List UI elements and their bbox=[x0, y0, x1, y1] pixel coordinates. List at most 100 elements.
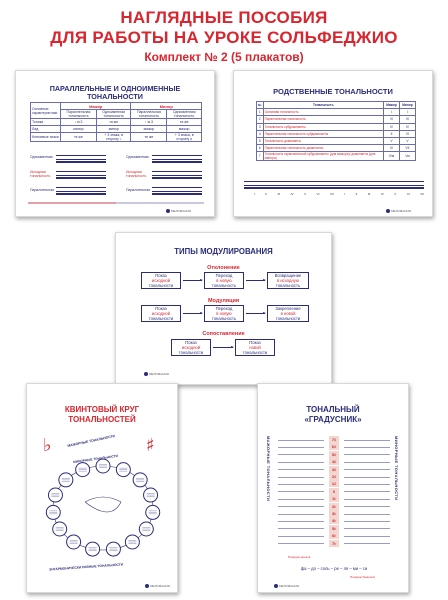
music-staff bbox=[56, 187, 106, 195]
key-count-badge: 3♯ bbox=[329, 465, 339, 473]
key-count-badge: 2♭ bbox=[329, 502, 339, 510]
section-juxtaposition: Сопоставление bbox=[202, 331, 245, 337]
minor-key-row bbox=[344, 460, 390, 463]
brand-logo: МЕЛОМАНИЯ bbox=[144, 372, 169, 376]
poster-title: РОДСТВЕННЫЕ ТОНАЛЬНОСТИ bbox=[273, 87, 393, 96]
poster-title-line-2: ТОНАЛЬНОСТИ bbox=[87, 92, 143, 101]
degree-numeral: I bbox=[344, 192, 346, 196]
degree-numeral: VII bbox=[330, 192, 334, 196]
minor-key-row bbox=[344, 526, 390, 530]
poster-key-thermometer[interactable]: ТОНАЛЬНЫЙ «ГРАДУСНИК» МАЖОРНЫЕ ТОНАЛЬНОС… bbox=[257, 383, 409, 593]
minor-key-row bbox=[344, 467, 390, 471]
poster-title-line-2: ТОНАЛЬНОСТЕЙ bbox=[68, 415, 136, 424]
music-staff bbox=[152, 155, 202, 163]
minor-key-row bbox=[344, 452, 390, 456]
music-staff bbox=[244, 181, 424, 189]
degree-numeral: IV bbox=[380, 192, 384, 196]
key-count-badge: 4♭ bbox=[329, 517, 339, 525]
minor-header: Минор bbox=[130, 102, 202, 110]
sharp-sign: ♯ bbox=[146, 435, 155, 456]
label-same-name: Одноименная bbox=[30, 155, 53, 159]
major-key-row bbox=[278, 445, 324, 448]
minor-key-row bbox=[344, 512, 390, 515]
key-count-badge: 0 bbox=[329, 487, 339, 495]
sharps-order-label: Порядок диезов bbox=[288, 555, 311, 559]
degree-numeral: III bbox=[277, 192, 281, 196]
table-row: Ключевые знаки те же + 3 знака, в сторон… bbox=[30, 132, 202, 142]
degree-numeral: V bbox=[394, 192, 397, 196]
major-key-row bbox=[278, 504, 324, 508]
key-count-badge: 1♯ bbox=[329, 480, 339, 488]
arrow bbox=[213, 345, 234, 348]
major-key-row bbox=[278, 438, 324, 441]
key-count-badge: 7♯ bbox=[329, 436, 339, 443]
major-key-row bbox=[278, 489, 324, 493]
key-count-badge: 7♭ bbox=[329, 539, 339, 547]
label-same-name: Одноименная bbox=[126, 155, 149, 159]
brand-logo: МЕЛОМАНИЯ bbox=[145, 584, 170, 588]
minor-key-row bbox=[344, 534, 390, 537]
arrow bbox=[183, 278, 203, 281]
poster-title-line-1: ТОНАЛЬНЫЙ bbox=[306, 405, 360, 414]
characteristics-table: Основные характеристики Мажор Минор Пара… bbox=[30, 102, 202, 142]
brand-logo: МЕЛОМАНИЯ bbox=[386, 209, 411, 213]
major-header: Мажор bbox=[59, 102, 132, 110]
major-key-row bbox=[278, 460, 324, 463]
degree-numeral: III bbox=[367, 192, 371, 196]
label-source-key: Исходная тональность bbox=[126, 170, 147, 178]
minor-key-row bbox=[344, 504, 390, 508]
key-count-badge: 5♭ bbox=[329, 524, 339, 532]
degree-numeral: VI bbox=[406, 192, 410, 196]
degree-numeral: VII bbox=[420, 192, 424, 196]
table-subhead: Одноименная тональность bbox=[166, 109, 202, 119]
flat-sign: ♭ bbox=[43, 435, 52, 456]
table-subhead: Параллельная тональность bbox=[130, 109, 168, 119]
inner-arc bbox=[84, 496, 122, 513]
degree-numeral: VI bbox=[316, 192, 320, 196]
poster-circle-of-fifths[interactable]: КВИНТОВЫЙ КРУГ ТОНАЛЬНОСТЕЙ ♭ ♯ МАЖОРНЫЕ… bbox=[26, 383, 178, 593]
arrow bbox=[183, 311, 203, 314]
arrow bbox=[246, 311, 266, 314]
circle-of-fifths-diagram bbox=[45, 458, 161, 557]
major-key-row bbox=[278, 467, 324, 471]
table-subhead: Параллельная тональность bbox=[60, 109, 97, 119]
poster-parallel-keys[interactable]: ПАРАЛЛЕЛЬНЫЕ И ОДНОИМЕННЫЕ ТОНАЛЬНОСТИ О… bbox=[15, 70, 215, 217]
minor-key-row bbox=[344, 489, 390, 493]
poster-title-line-1: КВИНТОВЫЙ КРУГ bbox=[64, 405, 140, 414]
degree-numeral: I bbox=[254, 192, 255, 196]
flats-order-label: Порядок бемолей bbox=[350, 575, 375, 579]
minor-key-row bbox=[344, 541, 390, 545]
note-sequence: фа – до – соль – ре – ля – ми – си bbox=[300, 566, 368, 571]
minor-key-row bbox=[344, 482, 390, 485]
table-corner: Основные характеристики bbox=[30, 102, 61, 119]
arrow bbox=[246, 278, 266, 281]
degree-numeral: II bbox=[265, 192, 268, 196]
music-staff bbox=[56, 155, 106, 163]
music-staff bbox=[152, 187, 202, 195]
minor-keys-vertical: МИНОРНЫЕ ТОНАЛЬНОСТИ bbox=[394, 436, 399, 501]
label-source-key: Исходная тональность bbox=[30, 170, 51, 178]
label-parallel: Параллельная bbox=[126, 188, 150, 192]
major-key-row bbox=[278, 519, 324, 522]
key-count-badge: 6♯ bbox=[329, 443, 339, 451]
key-count-badge: 6♭ bbox=[329, 532, 339, 540]
poster-title-line-2: «ГРАДУСНИК» bbox=[304, 415, 362, 424]
poster-related-keys[interactable]: РОДСТВЕННЫЕ ТОНАЛЬНОСТИ № Тональность Ма… bbox=[233, 70, 433, 217]
minor-key-row bbox=[344, 497, 390, 500]
table-subhead: Одноименная тональность bbox=[95, 109, 132, 119]
poster-title-line-1: ПАРАЛЛЕЛЬНЫЕ И ОДНОИМЕННЫЕ bbox=[49, 84, 181, 93]
major-key-row bbox=[278, 512, 324, 515]
key-count-badge: 4♯ bbox=[329, 458, 339, 466]
